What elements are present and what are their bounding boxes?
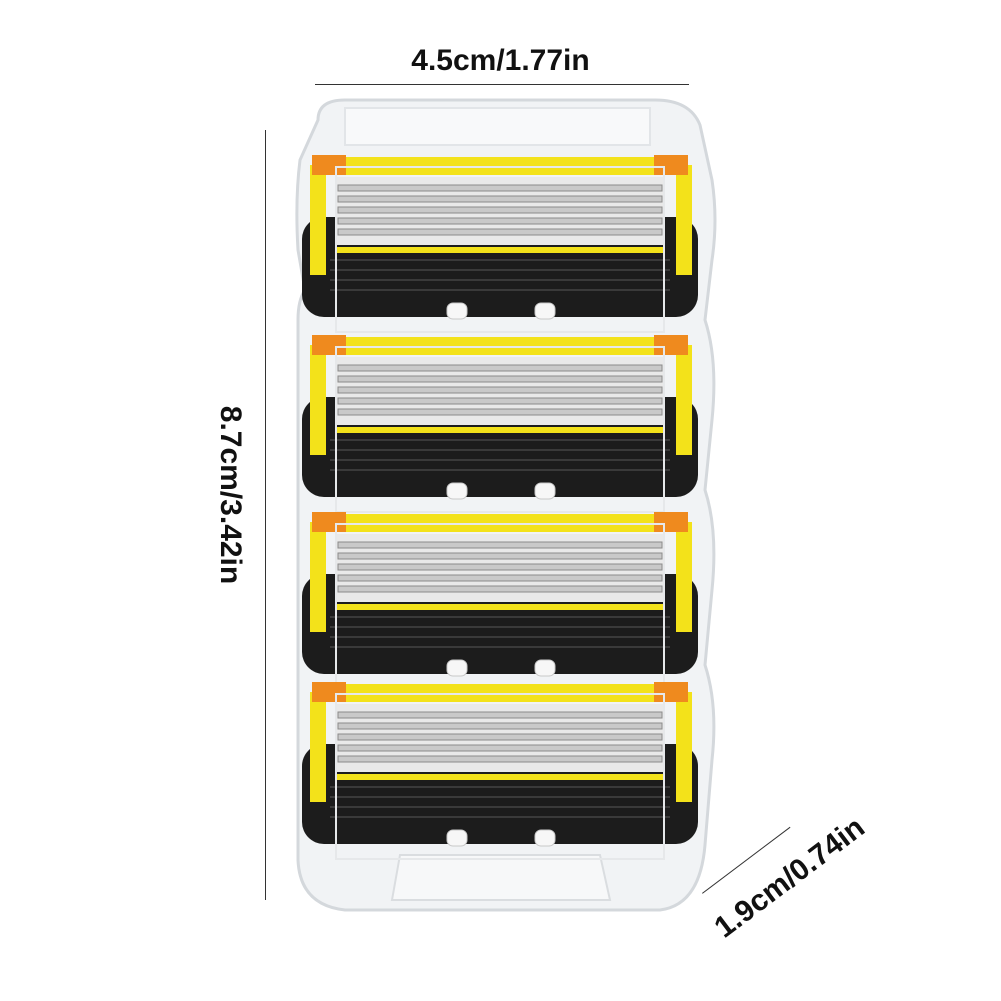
guard-ridge — [330, 646, 670, 648]
guard-strip — [336, 247, 664, 253]
width-dimension-line — [315, 84, 689, 85]
case-frame — [335, 693, 665, 860]
guard-ridge — [330, 289, 670, 291]
case-nub — [534, 302, 556, 320]
guard-ridge — [330, 626, 670, 628]
guard-ridge — [330, 469, 670, 471]
orange-corner-left — [312, 155, 346, 175]
case-bottom-tab — [390, 854, 612, 901]
blade — [337, 563, 663, 571]
cartridge-side-strip — [310, 522, 326, 632]
blade — [337, 184, 663, 192]
razor-cartridge — [302, 155, 698, 333]
guard-ridge — [330, 816, 670, 818]
guard-ridge — [330, 259, 670, 261]
orange-corner-right — [654, 155, 688, 175]
blade — [337, 386, 663, 394]
guard-ridge — [330, 616, 670, 618]
orange-corner-right — [654, 335, 688, 355]
razor-cartridge — [302, 335, 698, 513]
blade — [337, 711, 663, 719]
orange-corner-right — [654, 512, 688, 532]
case-nub — [446, 659, 468, 677]
blade — [337, 195, 663, 203]
cartridge-side-strip — [676, 522, 692, 632]
blade — [337, 228, 663, 236]
case-nub — [446, 482, 468, 500]
case-nub — [534, 829, 556, 847]
blade — [337, 541, 663, 549]
height-dimension-line — [265, 130, 266, 900]
guard-strip — [336, 427, 664, 433]
razor-cartridge — [302, 512, 698, 690]
orange-corner-right — [654, 682, 688, 702]
case-nub — [534, 482, 556, 500]
cartridge-side-strip — [310, 345, 326, 455]
blade — [337, 552, 663, 560]
blade — [337, 206, 663, 214]
cartridge-side-strip — [310, 165, 326, 275]
blade — [337, 733, 663, 741]
orange-corner-left — [312, 512, 346, 532]
guard-ridge — [330, 439, 670, 441]
orange-corner-left — [312, 682, 346, 702]
blade — [337, 744, 663, 752]
guard-strip — [336, 774, 664, 780]
case-nub — [446, 829, 468, 847]
guard-ridge — [330, 796, 670, 798]
guard-strip — [336, 604, 664, 610]
guard-ridge — [330, 279, 670, 281]
case-frame — [335, 166, 665, 333]
razor-cartridge — [302, 682, 698, 860]
guard-ridge — [330, 449, 670, 451]
cartridge-side-strip — [676, 692, 692, 802]
cartridge-side-strip — [310, 692, 326, 802]
blade — [337, 217, 663, 225]
guard-ridge — [330, 806, 670, 808]
guard-ridge — [330, 269, 670, 271]
blade — [337, 722, 663, 730]
cartridge-side-strip — [676, 345, 692, 455]
cartridge-side-strip — [676, 165, 692, 275]
guard-ridge — [330, 786, 670, 788]
orange-corner-left — [312, 335, 346, 355]
width-dimension-label: 4.5cm/1.77in — [411, 44, 590, 77]
case-top-window — [344, 107, 651, 146]
blade — [337, 375, 663, 383]
case-nub — [534, 659, 556, 677]
blade — [337, 755, 663, 763]
blade — [337, 585, 663, 593]
case-nub — [446, 302, 468, 320]
blade — [337, 408, 663, 416]
blade — [337, 364, 663, 372]
case-frame — [335, 346, 665, 513]
guard-ridge — [330, 636, 670, 638]
blade — [337, 397, 663, 405]
guard-ridge — [330, 459, 670, 461]
blade — [337, 574, 663, 582]
